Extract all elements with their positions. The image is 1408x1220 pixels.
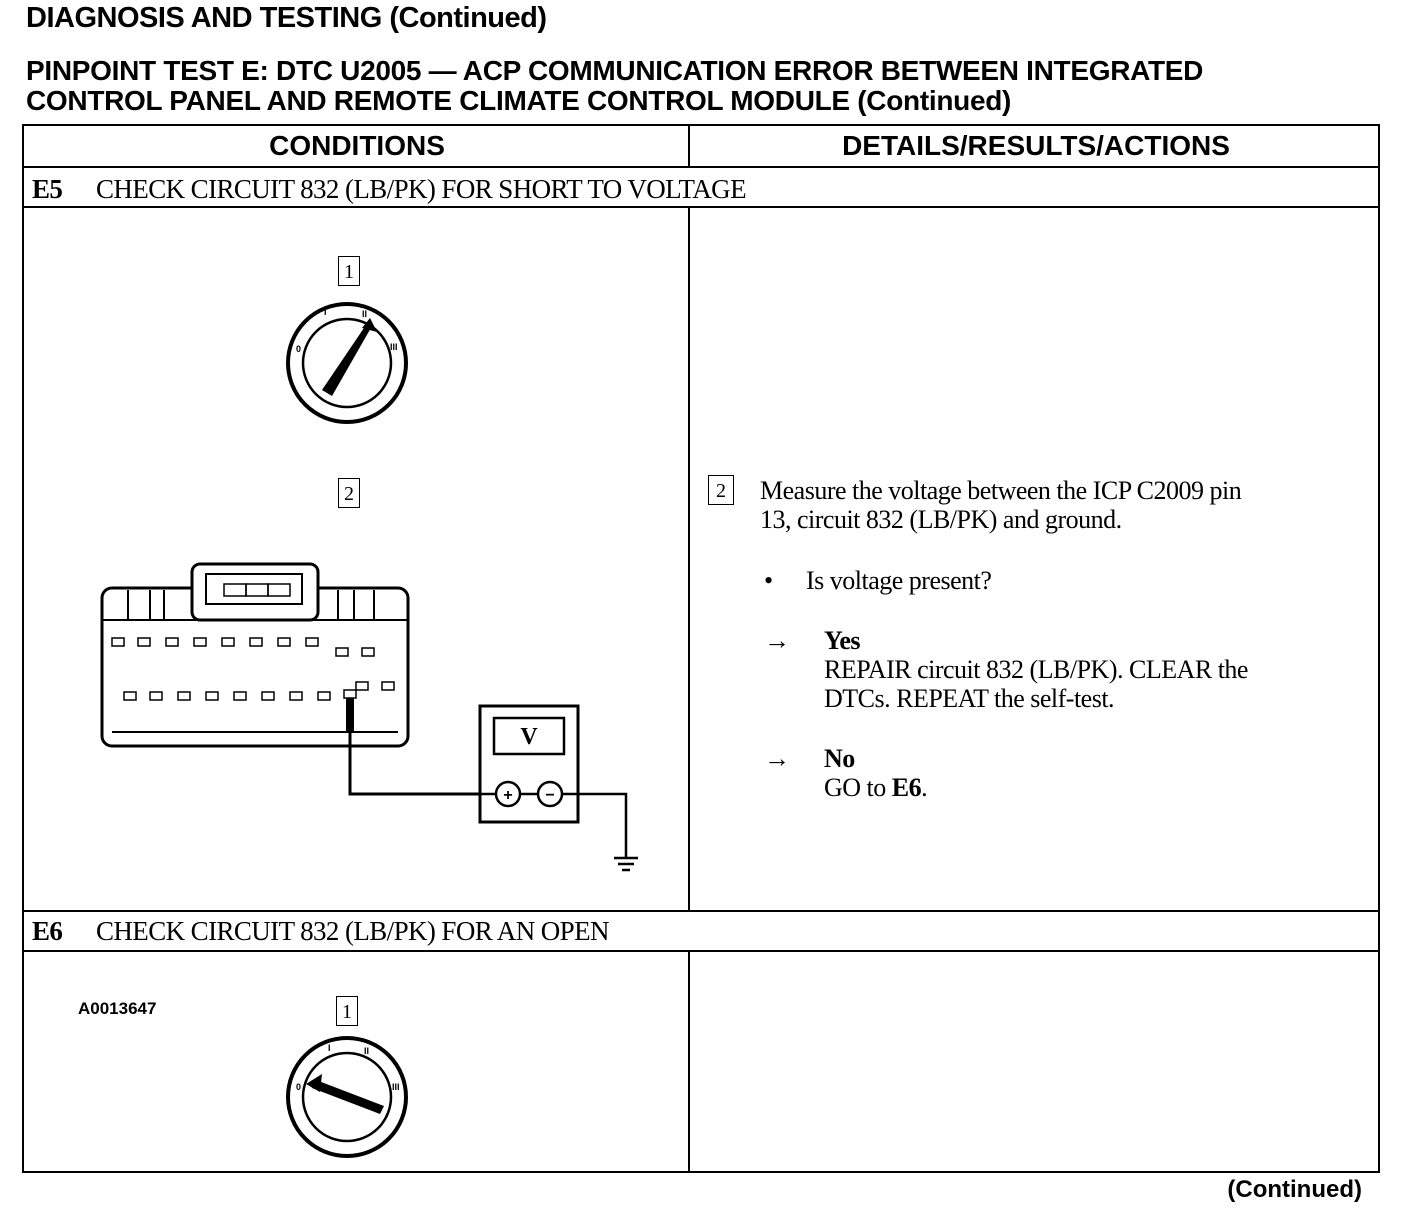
svg-text:0: 0 <box>296 1082 301 1092</box>
pinpoint-test-title-line2: CONTROL PANEL AND REMOTE CLIMATE CONTROL… <box>26 85 1012 116</box>
continued-footer: (Continued) <box>1227 1176 1362 1203</box>
step-e5-question: Is voltage present? <box>806 566 992 595</box>
ignition-switch-off-icon: 0 I II III <box>286 1036 408 1158</box>
step-e5-divider <box>688 208 690 910</box>
step-e6-id: E6 <box>32 916 63 946</box>
step-e5-title: CHECK CIRCUIT 832 (LB/PK) FOR SHORT TO V… <box>96 174 747 204</box>
callout-e5-2: 2 <box>338 478 360 508</box>
header-rule <box>24 166 1378 168</box>
step-e5-heading: E5 CHECK CIRCUIT 832 (LB/PK) FOR SHORT TO… <box>32 174 747 205</box>
step-e6-heading: E6 CHECK CIRCUIT 832 (LB/PK) FOR AN OPEN <box>32 916 609 947</box>
result-yes-line2: DTCs. REPEAT the self-test. <box>824 684 1115 713</box>
header-divider <box>688 126 690 168</box>
step-e6-top-rule <box>24 910 1378 912</box>
column-header-conditions: CONDITIONS <box>269 130 445 161</box>
step-e5-instruction-line2: 13, circuit 832 (LB/PK) and ground. <box>760 505 1122 534</box>
step-e5-rule <box>24 206 1378 208</box>
callout-e6-1: 1 <box>336 996 358 1026</box>
meter-minus-terminal: − <box>545 787 554 804</box>
figure-id: A0013647 <box>78 999 157 1018</box>
step-e6-divider <box>688 952 690 1173</box>
result-no-label: No <box>824 744 855 773</box>
pinpoint-test-title: PINPOINT TEST E: DTC U2005 — ACP COMMUNI… <box>26 56 1386 116</box>
arrow-no-icon: → <box>764 744 790 773</box>
column-header-actions: DETAILS/RESULTS/ACTIONS <box>842 130 1230 161</box>
step-e6-title: CHECK CIRCUIT 832 (LB/PK) FOR AN OPEN <box>96 916 609 946</box>
step-e5-instruction: Measure the voltage between the ICP C200… <box>760 476 1360 534</box>
result-yes-label: Yes <box>824 626 861 655</box>
pinpoint-test-title-line1: PINPOINT TEST E: DTC U2005 — ACP COMMUNI… <box>26 55 1204 86</box>
step-e5-id: E5 <box>32 174 63 204</box>
step-e5-question-bullet: • <box>764 566 773 595</box>
callout-e5-action-2: 2 <box>708 475 734 505</box>
meter-display: V <box>520 724 538 750</box>
key-pos-0: 0 <box>296 344 301 354</box>
step-e5-result-yes: Yes REPAIR circuit 832 (LB/PK). CLEAR th… <box>824 626 1364 713</box>
page-title: DIAGNOSIS AND TESTING (Continued) <box>26 2 547 34</box>
link-e6[interactable]: E6 <box>891 773 922 802</box>
result-yes-line1: REPAIR circuit 832 (LB/PK). CLEAR the <box>824 655 1248 684</box>
step-e6-rule <box>24 950 1378 952</box>
svg-text:I: I <box>328 1043 331 1053</box>
key-pos-1: I <box>324 307 327 317</box>
step-e5-result-no: No GO to E6. <box>824 744 1364 802</box>
callout-e5-1: 1 <box>338 256 360 286</box>
key-pos-2: II <box>362 309 367 319</box>
ignition-switch-run-icon: 0 I II III <box>286 302 408 424</box>
step-e5-instruction-line1: Measure the voltage between the ICP C200… <box>760 476 1242 505</box>
svg-text:III: III <box>392 1082 400 1092</box>
meter-plus-terminal: + <box>503 787 512 804</box>
arrow-yes-icon: → <box>764 626 790 655</box>
key-pos-3: III <box>390 342 398 352</box>
result-no-text: GO to E6. <box>824 773 928 802</box>
icp-connector-voltmeter-diagram: V + − <box>100 562 638 872</box>
svg-text:II: II <box>364 1046 369 1056</box>
